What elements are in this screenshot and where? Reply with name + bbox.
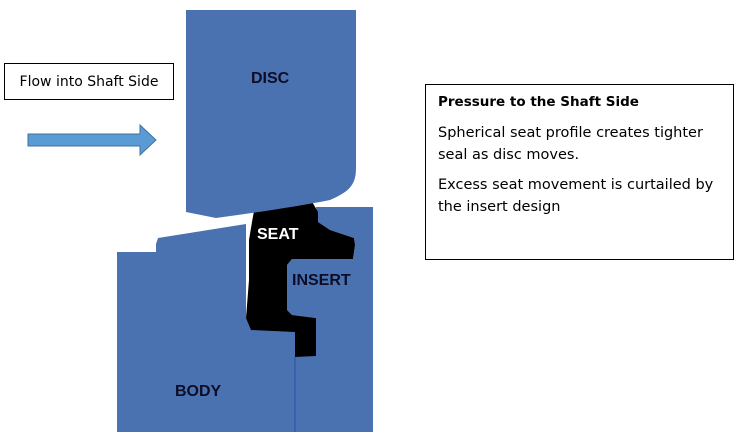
info-title: Pressure to the Shaft Side — [438, 94, 639, 110]
info-callout-box: Pressure to the Shaft Side Spherical sea… — [425, 84, 734, 260]
flow-direction-label: Flow into Shaft Side — [19, 73, 159, 90]
insert-part — [287, 207, 373, 432]
seat-part — [246, 200, 355, 357]
flow-direction-label-box: Flow into Shaft Side — [4, 63, 174, 100]
info-paragraph: Excess seat movement is curtailed by the… — [438, 177, 714, 215]
seat-label: SEAT — [257, 226, 299, 243]
body-part — [117, 224, 295, 432]
disc-part — [186, 10, 356, 218]
flow-arrow-icon — [27, 123, 157, 157]
disc-label: DISC — [251, 70, 290, 87]
body-label: BODY — [175, 383, 222, 400]
insert-label: INSERT — [292, 272, 351, 289]
info-paragraph: Spherical seat profile creates tighter s… — [438, 125, 703, 163]
